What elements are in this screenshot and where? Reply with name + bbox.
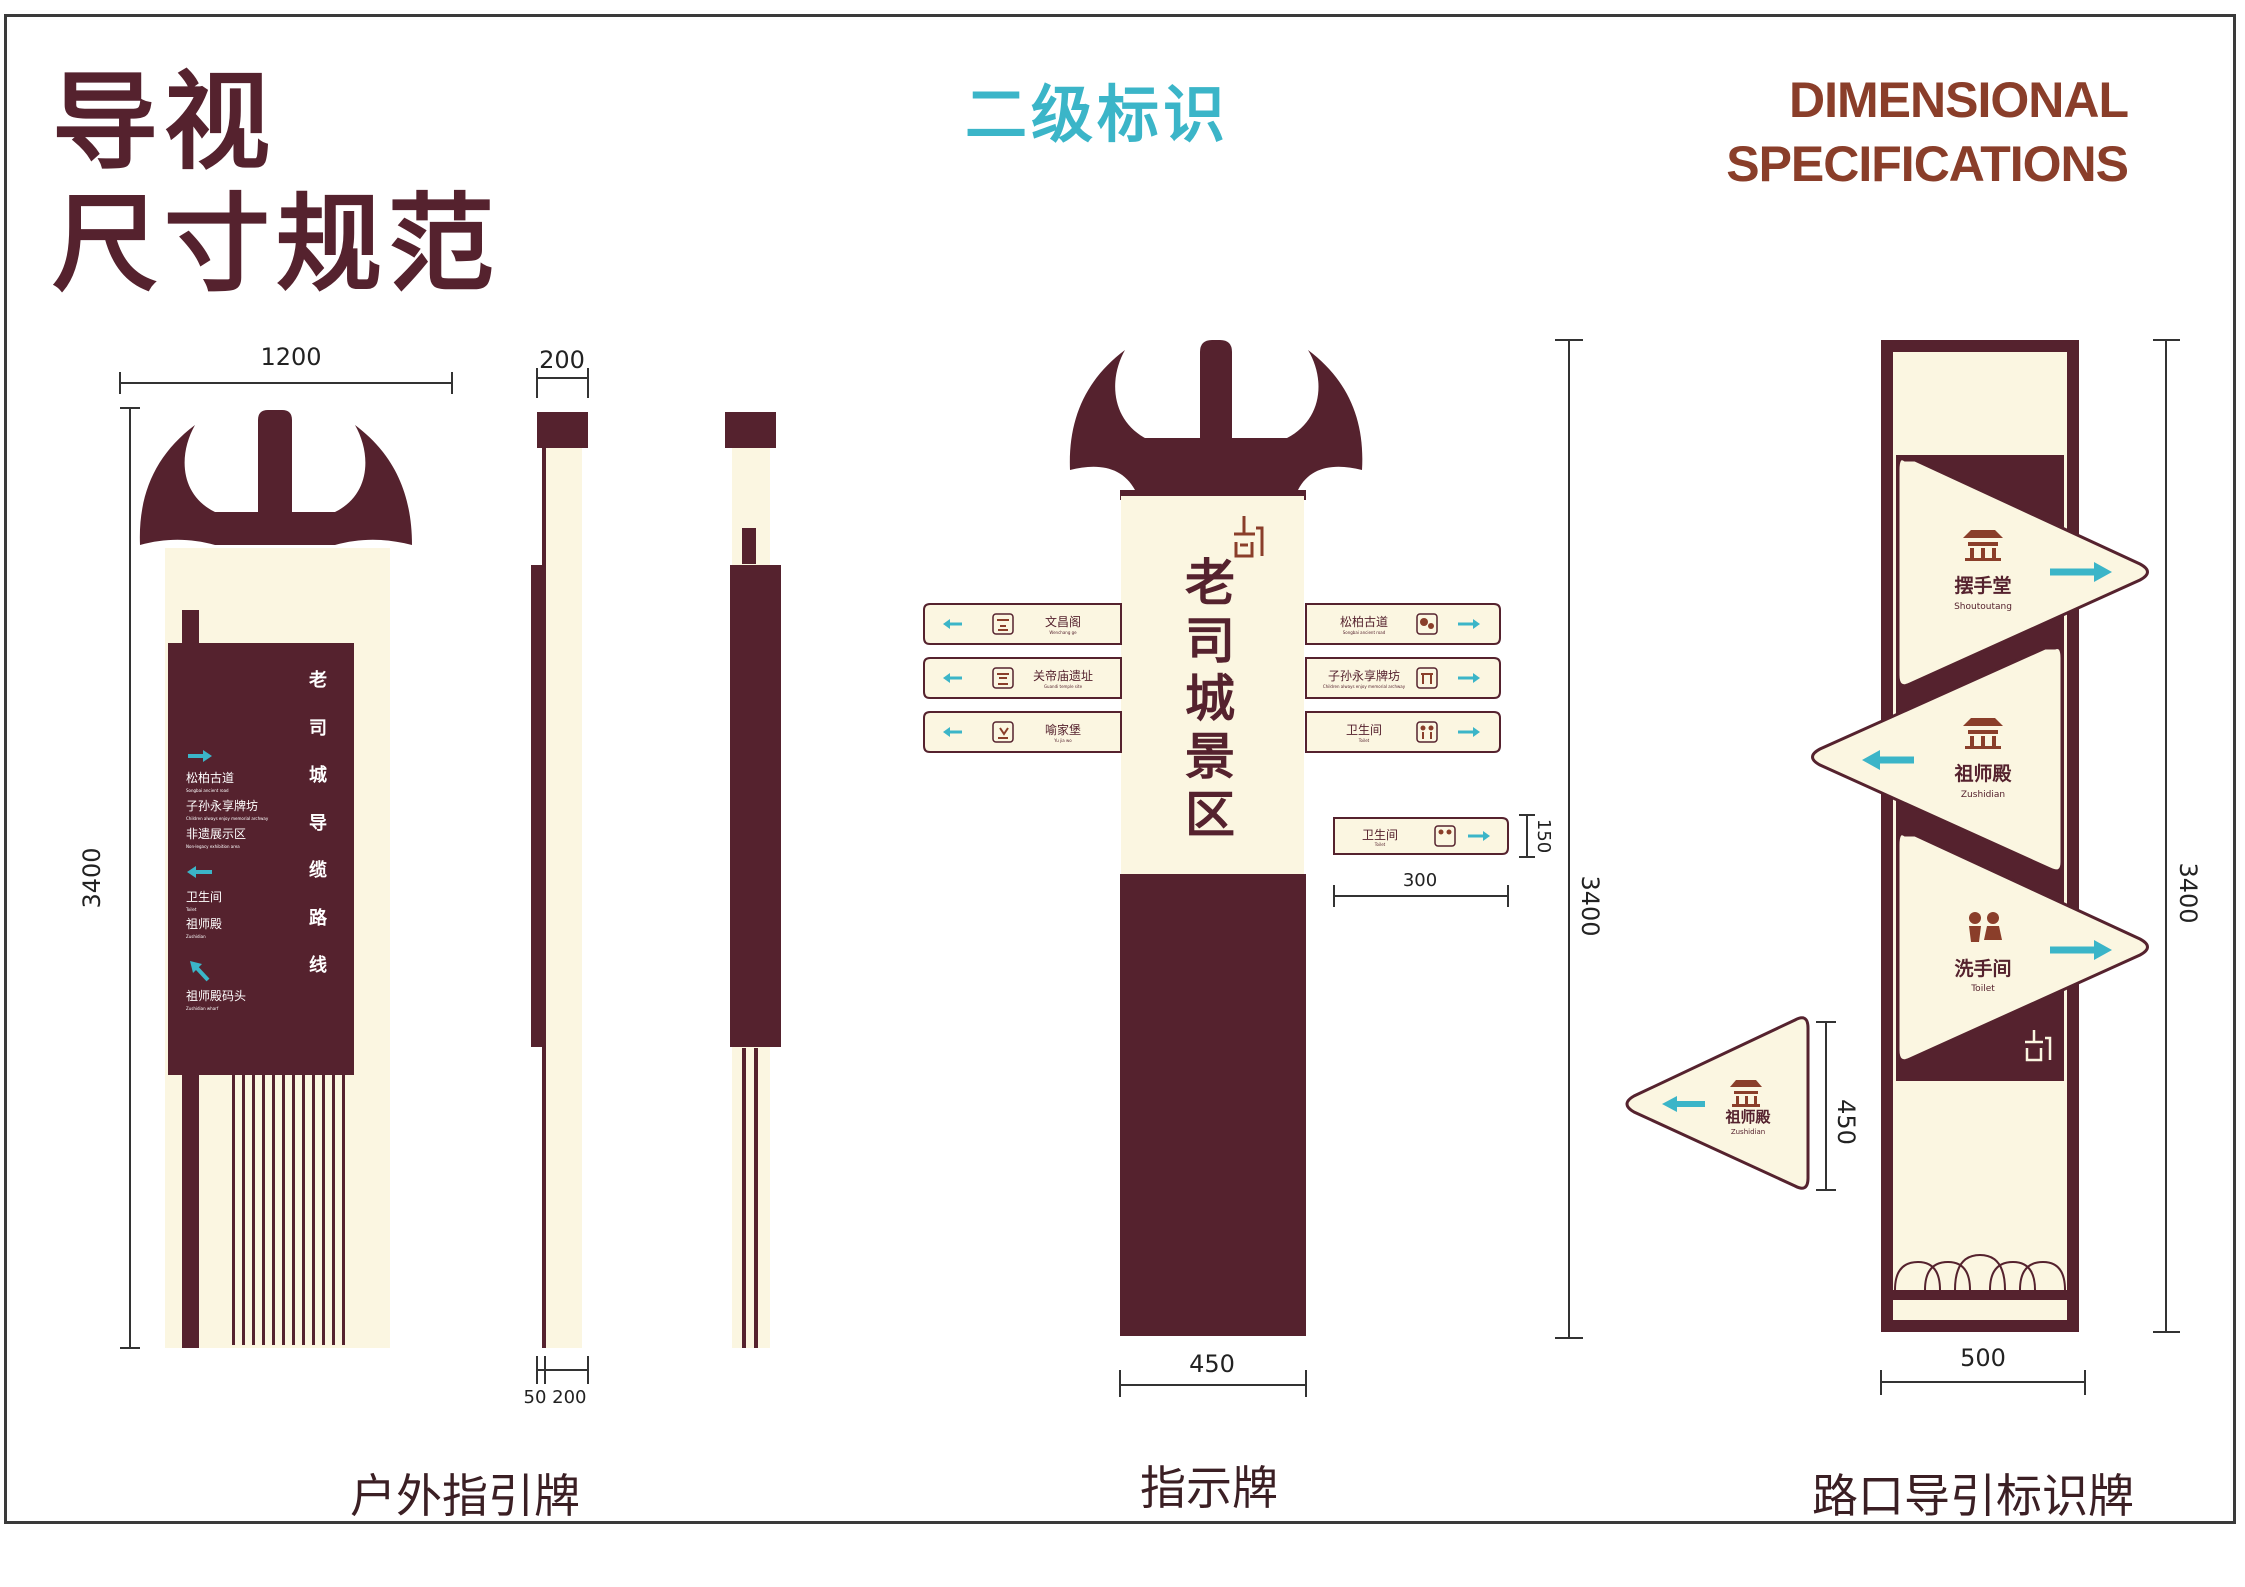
left-panel-2-label: 关帝庙遗址	[1033, 668, 1093, 683]
pavilion-icon	[992, 613, 1014, 635]
sign1-entry-5-en: Zushidian	[186, 934, 206, 939]
temple-icon	[1963, 718, 2003, 749]
sign2-right-panels	[1305, 603, 1501, 753]
detail-triangle-label: 祖师殿	[1724, 1108, 1771, 1126]
sign1-entry-4: 卫生间	[186, 890, 222, 904]
english-title-line-1: DIMENSIONAL	[1789, 72, 2129, 128]
left-panel-3	[923, 711, 1122, 753]
detail-panel-width-label: 300	[1403, 870, 1437, 891]
sign1-entry-5: 祖师殿	[186, 916, 222, 931]
english-title: DIMENSIONAL SPECIFICATIONS	[1726, 68, 2129, 196]
toilet-icon	[1416, 721, 1438, 743]
sign2-main-char-5: 区	[1185, 785, 1235, 844]
left-panel-2	[923, 657, 1122, 699]
hall-icon	[1963, 530, 2003, 561]
triangle-1-en: Shoutoutang	[1954, 602, 2012, 612]
left-panel-1	[923, 603, 1122, 645]
archway-icon	[1416, 667, 1438, 689]
sign2-main-char-1: 老	[1185, 553, 1235, 612]
sign1-dimensions	[119, 372, 453, 1349]
right-panel-3-label: 卫生间	[1346, 723, 1382, 737]
sign1-vtext-3: 城	[309, 764, 327, 786]
detail-panel-height-label: 150	[1533, 819, 1554, 853]
sign1-side-width-label: 200	[539, 346, 585, 374]
sign1-front	[139, 410, 412, 1348]
detail-panel-label: 卫生间	[1362, 828, 1398, 842]
tree-icon	[1416, 613, 1438, 635]
sign3-caption: 路口导引标识牌	[1812, 1469, 2134, 1523]
sign1-side-view-a	[531, 412, 588, 1348]
sign1-side-bottom-label: 50 200	[524, 1387, 587, 1408]
temple-icon	[1730, 1080, 1762, 1107]
right-panel-1-label: 松柏古道	[1340, 614, 1388, 629]
sign3-width-label: 500	[1960, 1344, 2006, 1372]
sign2-width-label: 450	[1189, 1350, 1235, 1378]
sign1-width-label: 1200	[260, 343, 321, 371]
sign2-height-label: 3400	[1576, 875, 1604, 936]
sign1-height-label: 3400	[78, 847, 106, 908]
toilet-icon	[1434, 825, 1456, 847]
triangle-3-en: Toilet	[1970, 984, 1995, 994]
sign1-vtext-4: 导	[309, 813, 327, 834]
title-line-2: 尺寸规范	[52, 183, 500, 306]
left-panel-2-en: Guandi temple site	[1044, 684, 1083, 689]
sign3-height-label: 3400	[2174, 862, 2202, 923]
sign1-entry-4-en: Toilet	[185, 907, 197, 912]
right-panel-2-label: 子孙永享牌坊	[1328, 668, 1400, 683]
sign1-vtext-1: 老	[309, 669, 327, 691]
temple-icon	[992, 667, 1014, 689]
detail-triangle-en: Zushidian	[1731, 1128, 1765, 1136]
sign2-caption: 指示牌	[1140, 1461, 1278, 1515]
sign2-left-panels	[923, 603, 1122, 753]
sign1-entry-3: 非遗展示区	[186, 827, 246, 841]
right-panel-3	[1305, 711, 1501, 753]
left-panel-3-en: Yu jia wo	[1053, 738, 1072, 743]
sign2-main-char-2: 司	[1185, 611, 1235, 670]
sign2-main-char-3: 城	[1185, 669, 1235, 728]
sign2-detail-panel	[1333, 817, 1509, 855]
title-line-1: 导视	[52, 61, 276, 184]
sign1-entry-1: 松柏古道	[186, 770, 234, 785]
triangle-2-label: 祖师殿	[1953, 762, 2012, 785]
sign1-text: 老 司 城 导 缆 路 线 松柏古道 Songbai ancient road …	[185, 669, 328, 1011]
sign1-entry-1-en: Songbai ancient road	[186, 788, 229, 793]
sign1-vtext-5: 缆	[309, 859, 327, 881]
toilet-icon	[1969, 912, 2002, 942]
sign1-entry-6-en: Zushidian wharf	[186, 1006, 219, 1011]
sign3-frame	[1625, 340, 2149, 1332]
page-title: 导视 尺寸规范	[52, 62, 500, 306]
sign1-side-view-b	[725, 412, 781, 1348]
right-panel-2	[1305, 657, 1501, 699]
detail-triangle-dim-label: 450	[1832, 1099, 1860, 1145]
sign1-vtext-7: 线	[309, 954, 327, 976]
sign1-entry-3-en: Non-legacy exhibition area	[186, 844, 240, 849]
fort-icon	[992, 721, 1014, 743]
english-title-line-2: SPECIFICATIONS	[1726, 136, 2129, 192]
sign2-post	[1069, 340, 1363, 1336]
sign1-entry-6: 祖师殿码头	[186, 988, 246, 1003]
sign2-main-char-4: 景	[1185, 727, 1235, 786]
sign1-vtext-6: 路	[309, 907, 328, 929]
detail-panel-en: Toilet	[1374, 842, 1386, 847]
sign1-vtext-2: 司	[309, 718, 327, 739]
left-panel-1-en: Wenchang ge	[1049, 630, 1077, 635]
right-panel-1	[1305, 603, 1501, 645]
left-panel-1-label: 文昌阁	[1045, 614, 1081, 629]
section-subtitle: 二级标识	[965, 78, 1230, 151]
sign1-entry-2-en: Children always enjoy memorial archway	[186, 816, 269, 821]
left-panel-3-label: 喻家堡	[1045, 722, 1081, 737]
right-panel-2-en: Children always enjoy memorial archway	[1323, 684, 1406, 689]
triangle-1-label: 摆手堂	[1954, 574, 2011, 597]
drawing-frame	[4, 14, 2236, 1524]
right-panel-1-en: Songbai ancient road	[1343, 630, 1386, 635]
right-panel-3-en: Toilet	[1358, 738, 1370, 743]
triangle-3-label: 洗手间	[1954, 957, 2011, 980]
triangle-2-en: Zushidian	[1961, 790, 2005, 800]
sign1-entry-2: 子孙永享牌坊	[186, 798, 258, 813]
sign1-caption: 户外指引牌	[350, 1469, 580, 1523]
